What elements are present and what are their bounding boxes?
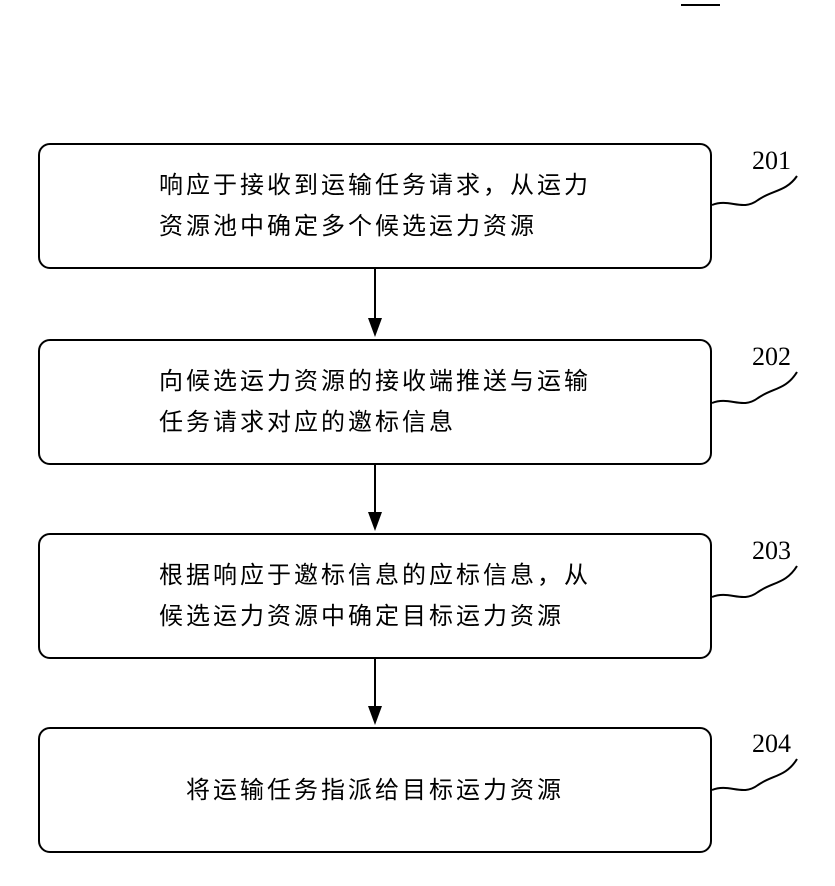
leader-line-201 [712, 176, 797, 205]
leader-line-204 [712, 759, 797, 790]
arrow-201-to-202 [368, 269, 382, 337]
arrow-203-to-204 [368, 659, 382, 725]
arrow-202-to-203 [368, 465, 382, 531]
leader-line-203 [712, 566, 797, 597]
leader-line-202 [712, 372, 797, 403]
